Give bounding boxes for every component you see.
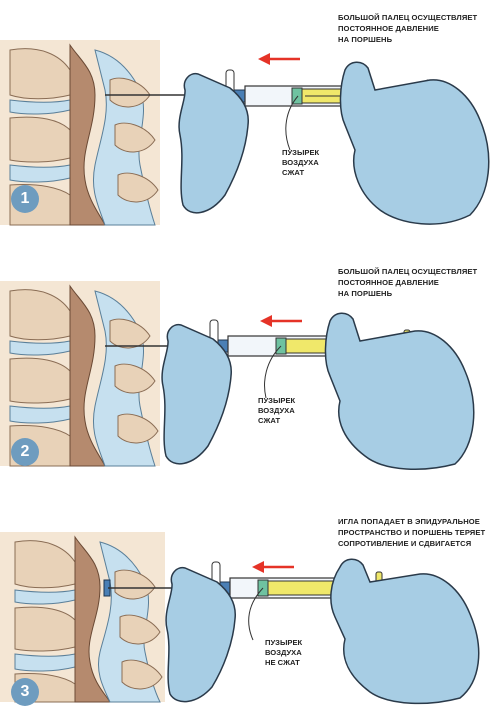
illustration-step-3 xyxy=(0,472,501,708)
step-badge: 2 xyxy=(11,438,39,466)
direction-arrow-left-icon xyxy=(260,315,302,327)
panel-step-1: БОЛЬШОЙ ПАЛЕЦ ОСУЩЕСТВЛЯЕТ ПОСТОЯННОЕ ДА… xyxy=(0,0,501,236)
panel-step-2: БОЛЬШОЙ ПАЛЕЦ ОСУЩЕСТВЛЯЕТ ПОСТОЯННОЕ ДА… xyxy=(0,236,501,472)
direction-arrow-left-icon xyxy=(252,561,294,573)
bubble-label: ПУЗЫРЕК ВОЗДУХА СЖАТ xyxy=(258,396,328,426)
bubble-label: ПУЗЫРЕК ВОЗДУХА СЖАТ xyxy=(282,148,352,178)
right-glove xyxy=(325,313,473,469)
step-badge: 1 xyxy=(11,185,39,213)
right-glove xyxy=(340,62,488,224)
panel-step-3: ИГЛА ПОПАДАЕТ В ЭПИДУРАЛЬНОЕ ПРОСТРАНСТВ… xyxy=(0,472,501,708)
right-glove xyxy=(331,559,479,703)
left-glove xyxy=(179,74,248,213)
caption: ИГЛА ПОПАДАЕТ В ЭПИДУРАЛЬНОЕ ПРОСТРАНСТВ… xyxy=(338,516,498,549)
spine-illustration xyxy=(0,532,165,702)
step-badge: 3 xyxy=(11,678,39,706)
caption: БОЛЬШОЙ ПАЛЕЦ ОСУЩЕСТВЛЯЕТ ПОСТОЯННОЕ ДА… xyxy=(338,266,498,299)
bubble-label: ПУЗЫРЕК ВОЗДУХА НЕ СЖАТ xyxy=(265,638,335,668)
caption: БОЛЬШОЙ ПАЛЕЦ ОСУЩЕСТВЛЯЕТ ПОСТОЯННОЕ ДА… xyxy=(338,12,498,45)
left-glove xyxy=(162,325,231,464)
direction-arrow-left-icon xyxy=(258,53,300,65)
